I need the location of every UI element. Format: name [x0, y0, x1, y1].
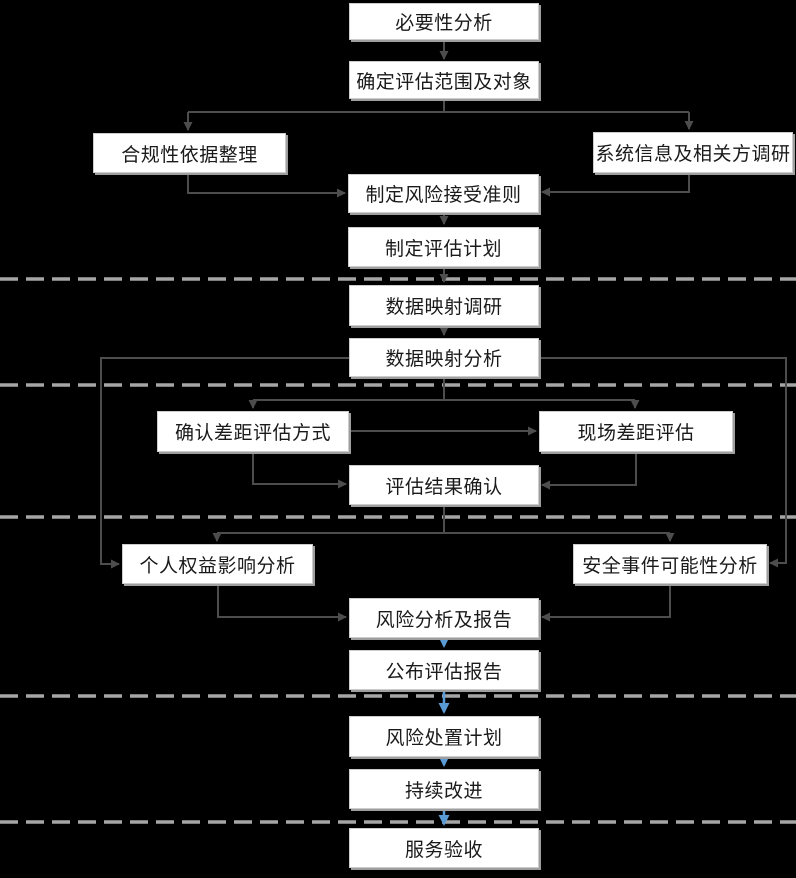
edge-mapping-analysis-to-personal-rights [100, 357, 349, 569]
edge-system-survey-to-criteria [541, 173, 690, 197]
node-label: 制定评估计划 [384, 238, 502, 260]
edge-scope-split-trunk [188, 99, 689, 113]
edge-result-confirm-split-trunk [217, 505, 670, 534]
node-incident-likelihood-analysis: 安全事件可能性分析 [573, 544, 767, 584]
node-label: 数据映射分析 [385, 349, 503, 370]
edge-incident-likelihood-to-risk-report [541, 584, 671, 622]
node-service-acceptance: 服务验收 [349, 828, 539, 868]
node-label: 个人权益影响分析 [139, 555, 296, 577]
node-label: 风险处置计划 [385, 728, 503, 749]
node-gap-assessment-method: 确认差距评估方式 [157, 411, 349, 452]
node-define-scope-and-objects: 确定评估范围及对象 [349, 61, 539, 99]
node-risk-treatment-plan: 风险处置计划 [349, 716, 539, 757]
edge-gap-method-to-result-confirm [252, 452, 347, 489]
node-label: 风险分析及报告 [375, 609, 513, 631]
node-label: 安全事件可能性分析 [582, 555, 758, 577]
node-assessment-plan: 制定评估计划 [348, 227, 539, 267]
node-label: 持续改进 [404, 780, 483, 802]
node-label: 制定风险接受准则 [365, 185, 522, 206]
node-personal-rights-impact-analysis: 个人权益影响分析 [122, 544, 313, 584]
node-label: 确认差距评估方式 [174, 423, 331, 444]
edge-mapping-analysis-split-trunk [253, 377, 635, 401]
edge-personal-rights-to-risk-report [217, 584, 347, 622]
node-label: 系统信息及相关方调研 [595, 144, 791, 165]
node-risk-analysis-and-report: 风险分析及报告 [349, 598, 539, 638]
node-label: 评估结果确认 [385, 476, 503, 498]
node-system-info-stakeholder-survey: 系统信息及相关方调研 [593, 132, 793, 173]
node-label: 数据映射调研 [385, 297, 503, 318]
node-label: 现场差距评估 [577, 423, 695, 444]
edge-mapping-analysis-to-incident-likelihood [539, 357, 787, 568]
gray-edges [100, 40, 787, 622]
node-risk-acceptance-criteria: 制定风险接受准则 [348, 174, 539, 213]
node-label: 必要性分析 [395, 13, 493, 34]
node-continuous-improvement: 持续改进 [349, 769, 539, 809]
node-label: 确定评估范围及对象 [356, 71, 532, 93]
edge-compliance-to-criteria [187, 173, 346, 198]
node-necessity-analysis: 必要性分析 [349, 3, 539, 40]
node-label: 公布评估报告 [385, 661, 503, 683]
node-publish-assessment-report: 公布评估报告 [349, 650, 539, 690]
node-data-mapping-analysis: 数据映射分析 [349, 338, 539, 377]
edge-onsite-gap-to-result-confirm [541, 452, 637, 490]
node-onsite-gap-assessment: 现场差距评估 [539, 411, 733, 452]
node-compliance-basis-collation: 合规性依据整理 [93, 133, 286, 173]
node-label: 合规性依据整理 [121, 144, 258, 166]
node-assessment-result-confirmation: 评估结果确认 [349, 465, 539, 505]
node-label: 服务验收 [404, 839, 483, 861]
node-data-mapping-survey: 数据映射调研 [349, 285, 539, 326]
phase-divider-lines [0, 277, 796, 824]
